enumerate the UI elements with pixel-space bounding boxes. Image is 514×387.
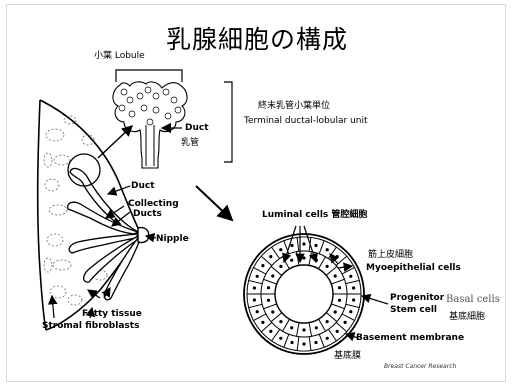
- basal-cell-nucleus: [279, 337, 282, 340]
- lobule-label: 小葉 Lobule: [94, 52, 145, 61]
- tdlu-label-en: Terminal ductal-lobular unit: [244, 117, 368, 126]
- stromal-fibroblasts-label: Stromal fibroblasts: [42, 322, 139, 331]
- credit-text: Breast Cancer Research: [384, 364, 456, 370]
- basal-cell-nucleus: [336, 255, 339, 258]
- luminal-cell-nucleus: [271, 274, 274, 277]
- progenitor-label: Progenitor: [390, 294, 444, 303]
- basal-cell-nucleus: [290, 244, 293, 247]
- nipple-shape: [138, 228, 149, 243]
- duct-cross-section: [244, 234, 364, 354]
- lobule-zoom-arrow: [98, 126, 132, 158]
- basal-cell-nucleus: [336, 330, 339, 333]
- basal-cell-nucleus: [253, 286, 256, 289]
- basal-cell-nucleus: [352, 298, 355, 301]
- basal-cell-nucleus: [253, 298, 256, 301]
- basal-cells-label-en: Basal cells: [446, 295, 500, 305]
- luminal-cell-nucleus: [279, 320, 282, 323]
- basal-cell-nucleus: [349, 310, 352, 313]
- fatty-tissue-label: Fatty tissue: [82, 310, 142, 319]
- basal-cell-nucleus: [261, 264, 264, 267]
- luminal-cell-nucleus: [267, 299, 270, 302]
- duct-label-en: Duct: [185, 124, 209, 133]
- breast-ducts: [68, 168, 139, 299]
- basal-cell-nucleus: [279, 248, 282, 251]
- basement-membrane-label-jp: 基底膜: [334, 352, 361, 361]
- basal-cell-nucleus: [290, 341, 293, 344]
- luminal-cell-nucleus: [271, 310, 274, 313]
- basal-cell-nucleus: [256, 310, 259, 313]
- luminal-cell-nucleus: [334, 310, 337, 313]
- luminal-cell-nucleus: [267, 286, 270, 289]
- cross-section-zoom-arrow: [196, 186, 232, 220]
- collecting-ducts-label-2: Ducts: [133, 210, 162, 219]
- luminal-cell-nucleus: [302, 256, 305, 259]
- luminal-cell-nucleus: [279, 265, 282, 268]
- luminal-cell-nucleus: [334, 274, 337, 277]
- luminal-cell-nucleus: [315, 326, 318, 329]
- basal-cell-nucleus: [302, 242, 305, 245]
- stem-cell-label: Stem cell: [390, 306, 437, 315]
- basal-cell-nucleus: [352, 286, 355, 289]
- duct-label-jp: 乳管: [181, 139, 199, 148]
- basal-cells-label-jp: 基底細胞: [449, 313, 485, 322]
- luminal-cell-nucleus: [326, 320, 329, 323]
- luminal-cell-nucleus: [338, 286, 341, 289]
- basal-cell-nucleus: [302, 342, 305, 345]
- luminal-cell-nucleus: [338, 299, 341, 302]
- nipple-label: Nipple: [156, 235, 189, 244]
- luminal-cell-nucleus: [326, 265, 329, 268]
- basal-cell-nucleus: [326, 248, 329, 251]
- myoepithelial-label-en: Myoepithelial cells: [366, 264, 461, 273]
- luminal-cells-label: Luminal cells 管腔細胞: [262, 211, 367, 220]
- myoepithelial-label-jp: 筋上皮細胞: [368, 251, 413, 260]
- basal-cell-nucleus: [261, 321, 264, 324]
- luminal-cell-nucleus: [290, 259, 293, 262]
- basal-cell-nucleus: [314, 244, 317, 247]
- basal-cell-nucleus: [256, 275, 259, 278]
- basal-cell-nucleus: [314, 341, 317, 344]
- luminal-cell-nucleus: [302, 328, 305, 331]
- basal-cell-nucleus: [326, 337, 329, 340]
- basal-cell-nucleus: [269, 255, 272, 258]
- collecting-ducts-label: Collecting: [128, 200, 179, 209]
- lobule-bracket: [116, 70, 182, 82]
- luminal-cell-nucleus: [290, 326, 293, 329]
- basement-membrane-label: Basement membrane: [356, 334, 464, 343]
- basal-cell-nucleus: [269, 330, 272, 333]
- tdlu-label-jp: 終末乳管小葉単位: [258, 102, 330, 111]
- breast-duct-label: Duct: [131, 182, 155, 191]
- basal-cell-nucleus: [344, 321, 347, 324]
- tdlu-bracket: [224, 82, 232, 162]
- basal-cell-nucleus: [349, 275, 352, 278]
